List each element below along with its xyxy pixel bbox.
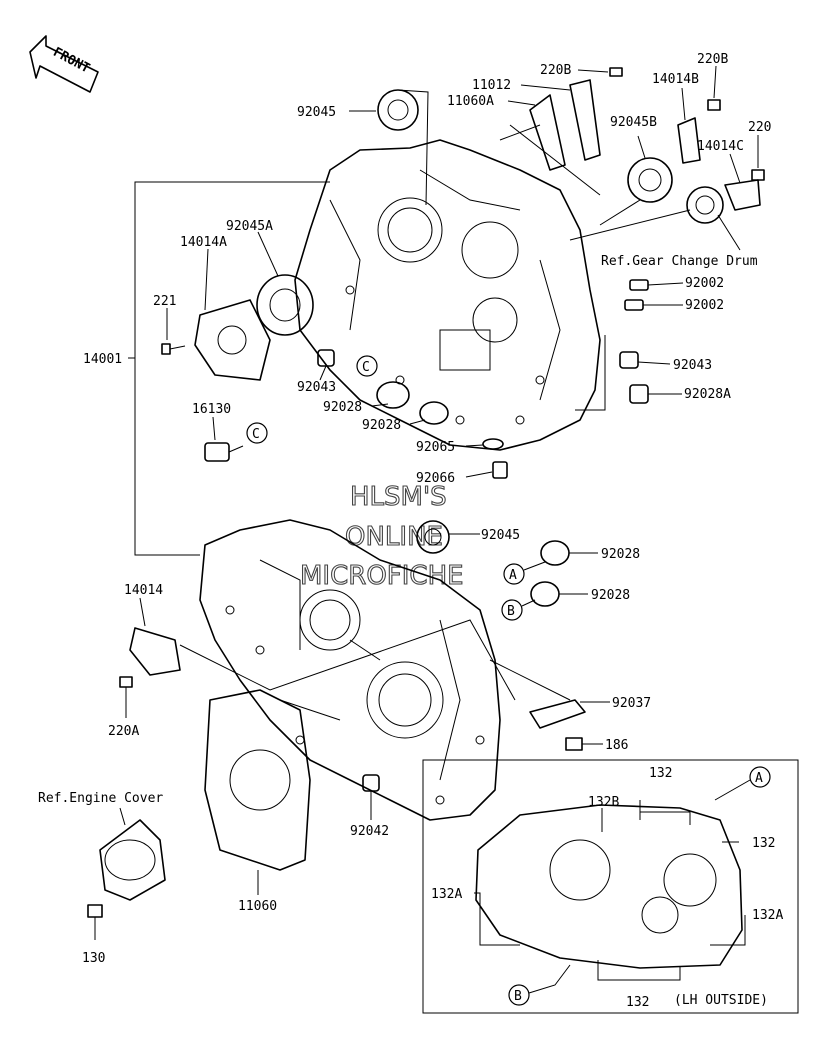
label-92045A: 92045A — [226, 219, 273, 234]
plate-14014B — [677, 117, 701, 164]
label-11012: 11012 — [472, 78, 511, 93]
label-92045-top: 92045 — [297, 105, 336, 120]
label-221: 221 — [153, 294, 176, 309]
washer-92065 — [482, 438, 504, 450]
label-14014B: 14014B — [652, 72, 699, 87]
screw-221 — [161, 343, 186, 355]
plug-92028-left — [376, 381, 410, 409]
svg-text:C: C — [362, 360, 370, 375]
plug-92028-B — [530, 581, 560, 607]
bolt-220 — [751, 169, 765, 181]
label-132A-left: 132A — [431, 887, 462, 902]
label-132-bottom: 132 — [626, 995, 649, 1010]
label-220A: 220A — [108, 724, 139, 739]
plug-92028A — [629, 384, 649, 404]
svg-text:B: B — [514, 989, 522, 1004]
lower-crankcase-left-half — [199, 519, 501, 821]
bolt-220A — [119, 676, 133, 688]
label-132-right: 132 — [752, 836, 775, 851]
callout-b-2: B — [508, 984, 530, 1006]
plate-14014C — [724, 179, 761, 211]
bearing-92045B — [627, 157, 673, 203]
label-186: 186 — [605, 738, 628, 753]
label-132A-right: 132A — [752, 908, 783, 923]
front-arrow-label: FRONT — [50, 45, 92, 77]
label-16130: 16130 — [192, 402, 231, 417]
label-14014C: 14014C — [697, 139, 744, 154]
label-92028-c: 92028 — [601, 547, 640, 562]
callout-a-2: A — [749, 766, 771, 788]
bolt-130 — [87, 904, 103, 918]
label-220B-a: 220B — [540, 63, 571, 78]
svg-text:A: A — [509, 568, 517, 583]
label-92045B: 92045B — [610, 115, 657, 130]
label-92002-b: 92002 — [685, 298, 724, 313]
label-14014: 14014 — [124, 583, 163, 598]
label-92002-a: 92002 — [685, 276, 724, 291]
plug-92028-A — [540, 540, 570, 566]
engine-cover-ref — [99, 819, 166, 901]
watermark-line2: ONLINE — [345, 522, 443, 552]
guide-plate-11012 — [569, 79, 601, 161]
label-132B: 132B — [588, 795, 619, 810]
label-11060A: 11060A — [447, 94, 494, 109]
label-92037: 92037 — [612, 696, 651, 711]
guide-plate-11060A — [529, 94, 566, 171]
label-92043-right: 92043 — [673, 358, 712, 373]
gasket-11060 — [204, 689, 311, 871]
callout-c-1: C — [356, 355, 378, 377]
label-92043-left: 92043 — [297, 380, 336, 395]
label-132-top: 132 — [649, 766, 672, 781]
upper-crankcase-right-half — [294, 139, 601, 451]
front-arrow-icon: FRONT — [29, 35, 99, 93]
bearing-gear-change-drum — [686, 186, 724, 224]
label-14001: 14001 — [83, 352, 122, 367]
label-92042: 92042 — [350, 824, 389, 839]
bearing-92045A — [256, 274, 314, 336]
watermark: HLSM'S ONLINE MICROFICHE — [299, 481, 464, 591]
label-92045-mid: 92045 — [481, 528, 520, 543]
plug-92066 — [492, 461, 508, 479]
lh-outside-inset — [422, 759, 799, 1014]
label-92066: 92066 — [416, 471, 455, 486]
label-92028-d: 92028 — [591, 588, 630, 603]
watermark-line3: MICROFICHE — [300, 561, 464, 591]
label-ref-gear-change-drum: Ref.Gear Change Drum — [601, 254, 758, 269]
label-220: 220 — [748, 120, 771, 135]
watermark-line1: HLSM'S — [350, 482, 447, 512]
bolt-186 — [565, 737, 583, 751]
callout-b-1: B — [501, 599, 523, 621]
bearing-92045-mid — [416, 520, 450, 554]
label-92028A: 92028A — [684, 387, 731, 402]
bolt-220B-b — [707, 99, 721, 111]
plate-14014 — [129, 627, 181, 676]
plug-92028-mid — [419, 401, 449, 425]
callout-a-1: A — [503, 563, 525, 585]
label-92028-a: 92028 — [323, 400, 362, 415]
pin-92002-a — [629, 279, 649, 291]
dowel-92042 — [362, 774, 380, 792]
label-92028-b: 92028 — [362, 418, 401, 433]
label-lh-outside: (LH OUTSIDE) — [674, 993, 768, 1008]
bearing-92045-top — [377, 89, 419, 131]
svg-text:A: A — [755, 771, 763, 786]
callout-c-2: C — [246, 422, 268, 444]
oil-guide-92037 — [529, 699, 586, 729]
label-92065: 92065 — [416, 440, 455, 455]
bearing-plate-14014A — [194, 299, 271, 381]
bolt-220B-a — [609, 67, 623, 77]
svg-text:B: B — [507, 604, 515, 619]
dowel-92043-right — [619, 351, 639, 369]
svg-text:C: C — [252, 427, 260, 442]
label-220B-b: 220B — [697, 52, 728, 67]
label-11060: 11060 — [238, 899, 277, 914]
label-ref-engine-cover: Ref.Engine Cover — [38, 791, 163, 806]
label-14014A: 14014A — [180, 235, 227, 250]
label-130: 130 — [82, 951, 105, 966]
pin-92002-b — [624, 299, 644, 311]
sensor-16130 — [204, 442, 244, 462]
